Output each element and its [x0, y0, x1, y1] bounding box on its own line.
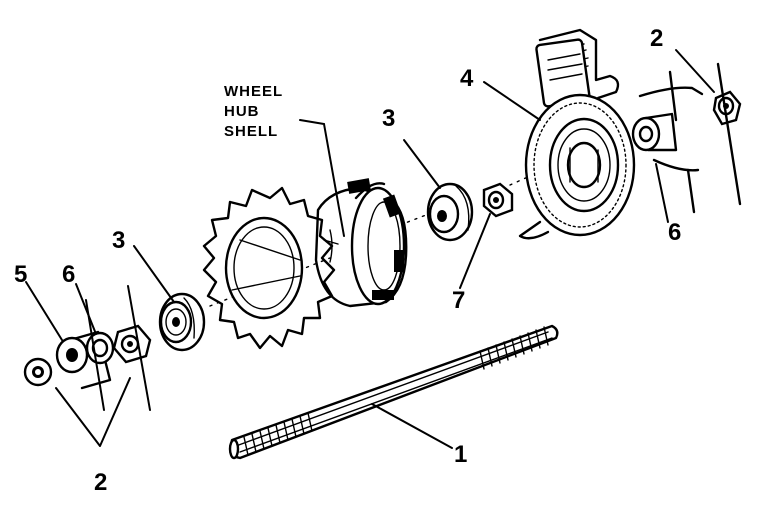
leader-lines	[25, 49, 715, 449]
label-nut-left: 6	[62, 261, 75, 288]
label-cone-nut: 7	[452, 287, 465, 314]
brake-assembly-part	[518, 28, 636, 240]
label-nut-right: 6	[668, 219, 681, 246]
label-axle: 1	[454, 441, 467, 468]
label-hub-line3: SHELL	[224, 123, 278, 140]
washer-right-part	[712, 62, 742, 206]
washer-left-part	[23, 357, 53, 387]
sprocket-part	[202, 186, 336, 350]
label-hub-line1: WHEEL	[224, 83, 283, 100]
hub-shell-part	[314, 178, 408, 308]
nut-left-part	[85, 331, 115, 365]
hex-nut-left-part	[112, 324, 152, 364]
label-bearing-right: 3	[382, 105, 395, 132]
cone-nut-part	[482, 182, 514, 218]
label-hub-line2: HUB	[224, 103, 260, 120]
label-washer-right: 2	[650, 25, 663, 52]
bearing-right-part	[426, 182, 474, 242]
label-brake-assembly: 4	[460, 65, 474, 92]
label-spacer: 5	[14, 261, 27, 288]
label-washer-left: 2	[94, 469, 107, 496]
nut-right-part	[631, 70, 704, 214]
bearing-left-part	[158, 292, 206, 352]
label-bearing-left: 3	[112, 227, 125, 254]
